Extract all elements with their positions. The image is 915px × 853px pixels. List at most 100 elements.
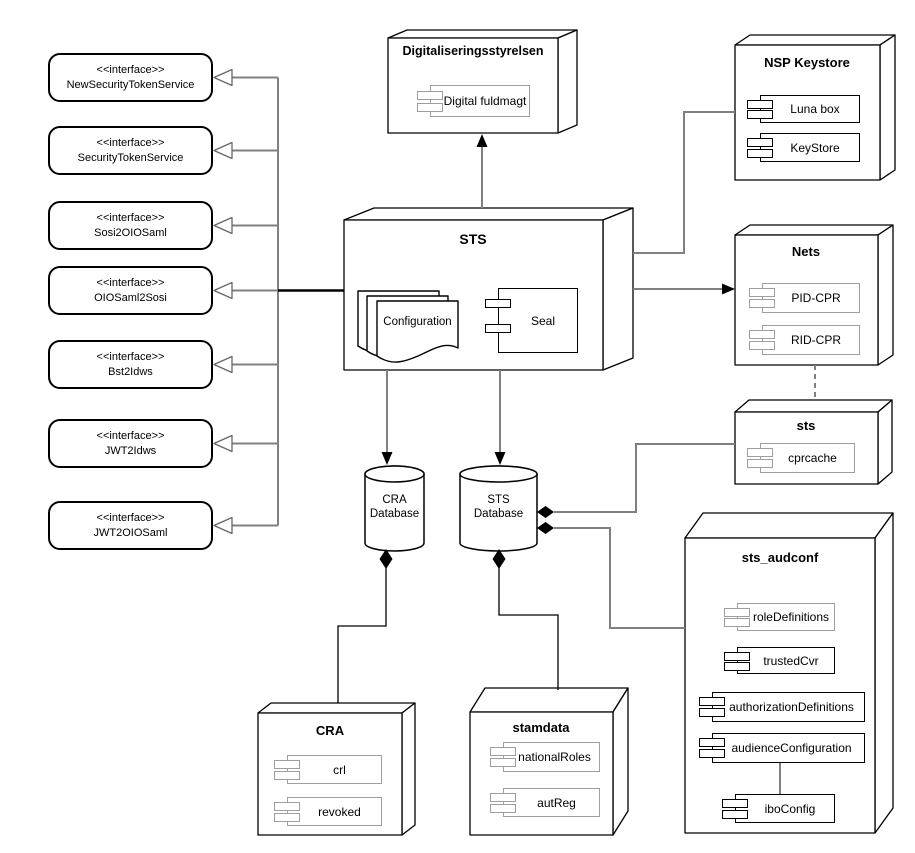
generalization-arrow-icon (213, 68, 233, 535)
component-tab-icon (274, 812, 300, 822)
sts-database-to-stamdata-connector (492, 549, 559, 690)
component-tab-icon (485, 323, 511, 333)
sts-to-cra-database-connector (381, 370, 393, 465)
component-label: iboConfig (764, 801, 816, 816)
component-autreg: autReg (490, 788, 600, 817)
component-tab-icon (749, 330, 775, 340)
node-title-cra: CRA (315, 723, 345, 738)
arrowhead-down-icon (494, 452, 506, 465)
component-crl: crl (274, 755, 382, 784)
sts-to-sts-database-connector (494, 370, 506, 465)
component-label: roleDefinitions (752, 610, 830, 624)
composition-diamond-icon (379, 549, 393, 569)
interface-box-jwt2oiosaml: <<interface>> JWT2OIOSaml (48, 501, 213, 550)
sts-database-line1: STS (487, 494, 510, 506)
node-title-nsp-keystore: NSP Keystore (764, 55, 850, 70)
component-tab-icon (749, 288, 775, 298)
stereotype-label: <<interface>> (96, 64, 165, 77)
component-tab-icon (490, 793, 516, 803)
node-title-sts-cache: sts (796, 418, 816, 433)
component-label: Digital fuldmagt (443, 94, 527, 108)
interface-box-oiosaml2sosi: <<interface>> OIOSaml2Sosi (48, 266, 213, 315)
component-tab-icon (490, 803, 516, 813)
component-rid-cpr: RID-CPR (749, 325, 860, 355)
component-tab-icon (724, 608, 750, 618)
node-title-sts-audconf: sts_audconf (741, 550, 819, 565)
interface-name-label: JWT2Idws (104, 444, 157, 457)
arrowhead-right-icon (722, 283, 735, 295)
component-tab-icon (490, 747, 516, 757)
component-tab-icon (274, 770, 300, 780)
component-label: Luna box (790, 102, 840, 116)
component-cprcache: cprcache (747, 443, 855, 473)
sts-database-to-sts-cache-connector (537, 443, 735, 518)
component-luna-box: Luna box (747, 95, 860, 123)
component-nationalroles: nationalRoles (490, 742, 600, 772)
cra-database-to-cra-connector (337, 549, 393, 703)
component-tab-icon (485, 299, 511, 309)
sts-database-label: STS Database (460, 493, 537, 521)
stereotype-label: <<interface>> (96, 137, 165, 150)
component-label: nationalRoles (518, 750, 591, 764)
sts-database-cylinder (459, 465, 538, 552)
component-label: audienceConfiguration (731, 741, 852, 755)
component-keystore: KeyStore (747, 133, 860, 162)
component-tab-icon (724, 661, 750, 671)
stereotype-label: <<interface>> (96, 351, 165, 364)
component-tab-icon (749, 299, 775, 309)
component-pid-cpr: PID-CPR (749, 283, 860, 313)
component-trustedcvr: trustedCvr (724, 647, 835, 674)
configuration-document-icon (357, 290, 459, 363)
cra-database-line1: CRA (382, 494, 407, 506)
component-label: revoked (318, 804, 361, 819)
component-tab-icon (722, 799, 748, 809)
node-title-sts: STS (459, 231, 487, 247)
component-label: PID-CPR (791, 291, 841, 305)
interface-box-bst2idws: <<interface>> Bst2Idws (48, 340, 213, 389)
interface-name-label: OIOSaml2Sosi (94, 291, 167, 304)
sts-database-to-sts-audconf-connector (537, 522, 685, 629)
interface-name-label: SecurityTokenService (77, 151, 184, 164)
cra-database-line2: Database (369, 508, 420, 520)
stereotype-label: <<interface>> (96, 430, 165, 443)
component-tab-icon (274, 760, 300, 770)
component-tab-icon (747, 459, 773, 469)
component-tab-icon (724, 652, 750, 661)
sts-database-line2: Database (473, 508, 524, 520)
component-roledefinitions: roleDefinitions (724, 603, 835, 631)
composition-diamond-icon (537, 522, 554, 534)
component-tab-icon (749, 341, 775, 351)
node-title-stamdata: stamdata (512, 720, 570, 735)
sts-to-nets-connector (633, 283, 735, 295)
component-iboconfig: iboConfig (722, 794, 835, 823)
stereotype-label: <<interface>> (96, 277, 165, 290)
interface-trunk-connector (232, 76, 279, 527)
interface-name-label: NewSecurityTokenService (66, 78, 195, 91)
node-title-digitaliseringsstyrelsen: Digitaliseringsstyrelsen (402, 44, 544, 58)
arrowhead-up-icon (476, 134, 488, 147)
stereotype-label: <<interface>> (96, 212, 165, 225)
interface-box-securitytokenservice: <<interface>> SecurityTokenService (48, 126, 213, 175)
component-seal: Seal (485, 288, 578, 353)
component-tab-icon (699, 749, 725, 759)
arrowhead-down-icon (381, 452, 393, 465)
component-tab-icon (747, 138, 773, 148)
component-label: Seal (530, 313, 556, 328)
component-authorizationdefinitions: authorizationDefinitions (699, 692, 865, 722)
interface-box-sosi2oiosaml: <<interface>> Sosi2OIOSaml (48, 201, 213, 250)
stereotype-label: <<interface>> (96, 512, 165, 525)
component-label: cprcache (788, 451, 837, 465)
interface-box-newsecuritytokenservice: <<interface>> NewSecurityTokenService (48, 53, 213, 102)
component-label: KeyStore (790, 140, 840, 155)
component-tab-icon (417, 102, 443, 112)
component-tab-icon (747, 448, 773, 458)
component-label: RID-CPR (791, 333, 841, 347)
component-tab-icon (699, 697, 725, 707)
node-title-nets: Nets (791, 244, 821, 259)
component-tab-icon (722, 809, 748, 819)
composition-diamond-icon (537, 506, 554, 518)
cra-database-cylinder (364, 465, 425, 552)
sts-to-nsp-keystore-connector (633, 111, 735, 254)
